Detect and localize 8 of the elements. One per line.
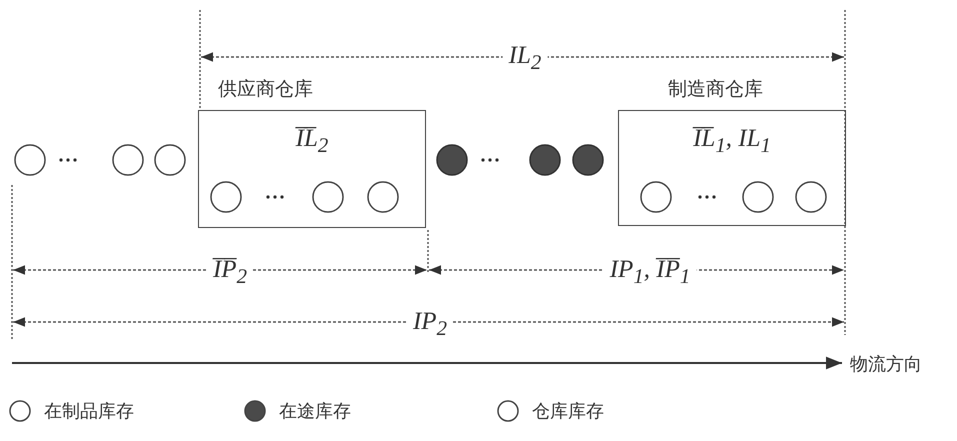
legend-label: 仓库库存 [532,400,604,423]
inventory-level-label: I̅L̅$_{1}$, IL$_{1}$ [693,125,771,158]
legend-label: 在制品库存 [44,400,134,423]
direction-label: 物流方向 [850,353,922,376]
warehouse-heading: 供应商仓库 [218,77,313,102]
legend-label: 在途库存 [279,400,351,423]
inventory-level-label: I̅L̅$_{2}$ [296,125,328,158]
warehouse-heading: 制造商仓库 [668,77,763,102]
